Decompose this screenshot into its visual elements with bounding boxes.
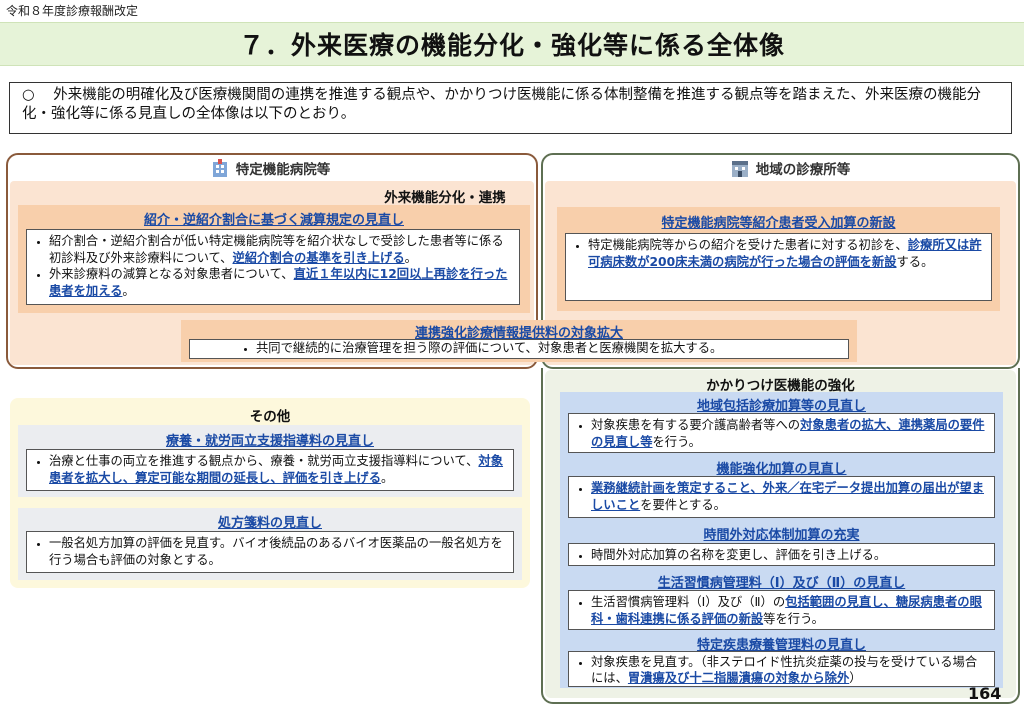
shared-item-box: 共同で継続的に治療管理を担う際の評価について、対象患者と医療機関を拡大する。 <box>189 339 849 359</box>
k-item1-title: 地域包括診療加算等の見直し <box>696 399 866 414</box>
other-item1-box: 治療と仕事の両立を推進する観点から、療養・就労両立支援指導料について、対象患者を… <box>26 449 514 491</box>
k-item3-bullet1: 時間外対応加算の名称を変更し、評価を引き上げる。 <box>591 547 988 564</box>
other-heading: その他 <box>249 409 291 425</box>
shared-item-bullet1: 共同で継続的に治療管理を担う際の評価について、対象患者と医療機関を拡大する。 <box>256 342 842 355</box>
page-number: 164 <box>968 684 1002 703</box>
k-item1-box: 対象疾患を有する要介護高齢者等への対象患者の拡大、連携薬局の要件の見直し等を行う… <box>568 413 995 453</box>
kakaritsuke-frame <box>541 368 1020 704</box>
k-item2-title: 機能強化加算の見直し <box>716 462 847 477</box>
other-item1-bullet1: 治療と仕事の両立を推進する観点から、療養・就労両立支援指導料について、対象患者を… <box>49 453 507 486</box>
other-item2-title: 処方箋料の見直し <box>217 516 322 531</box>
k-item4-box: 生活習慣病管理料（Ⅰ）及び（Ⅱ）の包括範囲の見直し、糖尿病患者の眼科・歯科連携に… <box>568 590 995 630</box>
left-heading-text: 特定機能病院等 <box>235 162 331 178</box>
page-title: ７．外来医療の機能分化・強化等に係る全体像 <box>238 31 785 60</box>
right-frame <box>541 153 1020 369</box>
right-item1-title: 特定機能病院等紹介患者受入加算の新設 <box>661 216 896 231</box>
k-item4-bullet1: 生活習慣病管理料（Ⅰ）及び（Ⅱ）の包括範囲の見直し、糖尿病患者の眼科・歯科連携に… <box>591 594 988 627</box>
k-item5-box: 対象疾患を見直す。（非ステロイド性抗炎症薬の投与を受けている場合には、胃潰瘍及び… <box>568 651 995 687</box>
other-item1-title: 療養・就労両立支援指導料の見直し <box>165 434 374 449</box>
right-item1-bullet1: 特定機能病院等からの紹介を受けた患者に対する初診を、診療所又は許可病床数が200… <box>588 237 985 270</box>
k-item2-box: 業務継続計画を策定すること、外来／在宅データ提出加算の届出が望ましいことを要件と… <box>568 476 995 518</box>
k-item1-bullet1: 対象疾患を有する要介護高齢者等への対象患者の拡大、連携薬局の要件の見直し等を行う… <box>591 417 988 450</box>
hospital-icon <box>210 159 230 177</box>
k-item5-title: 特定疾患療養管理料の見直し <box>696 638 866 653</box>
left-subheading: 外来機能分化・連携 <box>384 190 506 206</box>
k-item2-bullet1: 業務継続計画を策定すること、外来／在宅データ提出加算の届出が望ましいことを要件と… <box>591 480 988 513</box>
left-item1-bullet2: 外来診療料の減算となる対象患者について、直近１年以内に12回以上再診を行った患者… <box>49 266 513 299</box>
shared-item-title: 連携強化診療情報提供料の対象拡大 <box>414 326 623 341</box>
kakaritsuke-heading: かかりつけ医機能の強化 <box>706 378 855 394</box>
left-frame <box>6 153 538 369</box>
left-heading: 特定機能病院等 <box>150 157 390 179</box>
clinic-icon <box>730 159 750 177</box>
intro-bullet: ○ <box>22 87 35 103</box>
other-item2-bullet1: 一般名処方加算の評価を見直す。バイオ後続品のあるバイオ医薬品の一般名処方を行う場… <box>49 535 507 568</box>
k-item4-title: 生活習慣病管理料（Ⅰ）及び（Ⅱ）の見直し <box>657 576 906 591</box>
right-heading-text: 地域の診療所等 <box>755 162 851 178</box>
intro-text: 外来機能の明確化及び医療機関間の連携を推進する観点や、かかりつけ医機能に係る体制… <box>22 87 981 122</box>
page-title-bar: ７．外来医療の機能分化・強化等に係る全体像 <box>0 22 1024 66</box>
k-item3-title: 時間外対応体制加算の充実 <box>703 528 860 543</box>
intro-box: ○ 外来機能の明確化及び医療機関間の連携を推進する観点や、かかりつけ医機能に係る… <box>9 82 1012 134</box>
k-item3-box: 時間外対応加算の名称を変更し、評価を引き上げる。 <box>568 543 995 566</box>
right-heading: 地域の診療所等 <box>680 157 900 179</box>
left-item1-box: 紹介割合・逆紹介割合が低い特定機能病院等を紹介状なしで受診した患者等に係る初診料… <box>26 229 520 305</box>
header-label: 令和８年度診療報酬改定 <box>6 4 139 18</box>
right-item1-box: 特定機能病院等からの紹介を受けた患者に対する初診を、診療所又は許可病床数が200… <box>565 233 992 301</box>
left-item1-bullet1: 紹介割合・逆紹介割合が低い特定機能病院等を紹介状なしで受診した患者等に係る初診料… <box>49 233 513 266</box>
k-item5-bullet1: 対象疾患を見直す。（非ステロイド性抗炎症薬の投与を受けている場合には、胃潰瘍及び… <box>591 655 988 686</box>
left-item1-title: 紹介・逆紹介割合に基づく減算規定の見直し <box>143 213 404 228</box>
other-item2-box: 一般名処方加算の評価を見直す。バイオ後続品のあるバイオ医薬品の一般名処方を行う場… <box>26 531 514 573</box>
